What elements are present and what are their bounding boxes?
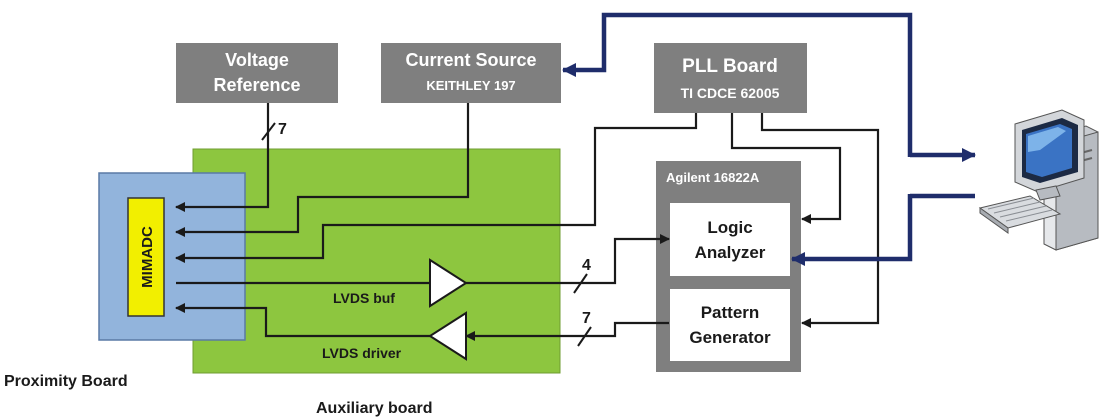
pll-to-mimadc-wire [175, 113, 698, 263]
voltage-ref-wire [175, 103, 270, 212]
voltage-ref-bus-width: 7 [278, 121, 287, 138]
auxiliary-board [192, 148, 561, 374]
agilent-title: Agilent 16822A [666, 170, 760, 185]
lvds-buf-bus-width: 4 [582, 257, 591, 274]
lvds-buf-bus-slash [573, 273, 588, 294]
pll-board-block [654, 43, 807, 113]
logic-analyzer-line1: Logic [707, 218, 752, 237]
auxiliary-board-label: Auxiliary board [316, 400, 432, 417]
proximity-board [98, 172, 246, 341]
pc-to-logic-analyzer-link [792, 193, 975, 259]
lvds-driver-bus-slash [577, 326, 592, 347]
pll-board-subtitle: TI CDCE 62005 [681, 85, 780, 101]
pll-to-logic-analyzer-wire [730, 113, 842, 224]
pc-to-current-source-link [562, 12, 913, 157]
voltage-reference-block [176, 43, 338, 103]
current-source-wire [175, 103, 470, 237]
mimadc-label: MIMADC [139, 226, 156, 288]
pll-board-title: PLL Board [682, 56, 778, 77]
lvds-buf-label: LVDS buf [333, 290, 395, 306]
voltage-ref-bus-slash [261, 122, 276, 141]
proximity-board-label: Proximity Board [4, 373, 128, 390]
mimadc-chip [127, 197, 165, 317]
logic-analyzer-block [670, 203, 790, 276]
voltage-reference-line2: Reference [213, 75, 300, 95]
lvds-buffer-symbol [429, 258, 468, 308]
lvds-driver-label: LVDS driver [322, 345, 402, 361]
pattern-generator-line1: Pattern [701, 303, 760, 322]
lvds-buffer-to-logic-analyzer-wire [466, 234, 670, 285]
current-source-subtitle: KEITHLEY 197 [426, 78, 515, 93]
current-source-block [381, 43, 561, 103]
current-source-title: Current Source [405, 50, 536, 70]
lvds-driver-bus-width: 7 [582, 310, 591, 327]
pll-to-pattern-generator-wire [760, 113, 880, 328]
pattern-generator-line2: Generator [689, 328, 771, 347]
pattern-generator-block [670, 289, 790, 361]
desktop-computer-icon [978, 109, 1099, 251]
voltage-reference-line1: Voltage [225, 50, 289, 70]
logic-analyzer-line2: Analyzer [695, 243, 766, 262]
lvds-driver-symbol [428, 311, 467, 361]
lvds-driver-to-mimadc-wire [175, 303, 430, 338]
pattern-generator-output-wire [465, 321, 669, 341]
